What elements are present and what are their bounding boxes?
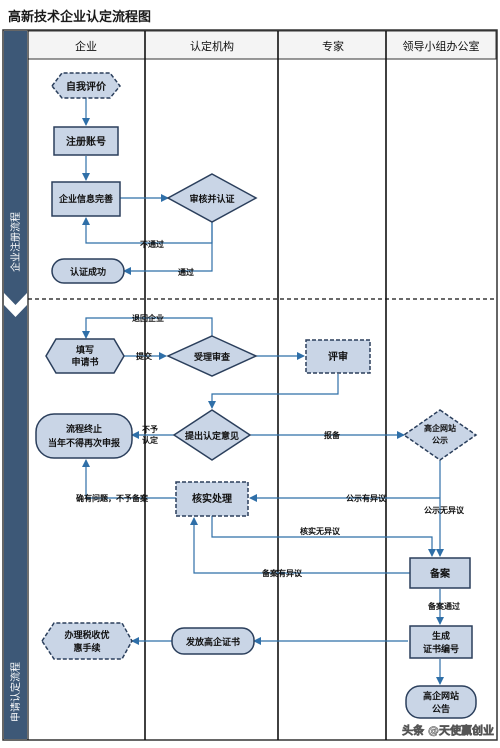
phase-label-application: 申请认定流程 — [9, 662, 22, 722]
node-issue-certificate — [171, 627, 255, 655]
node-cert-success — [51, 258, 125, 284]
phase-band-registration — [4, 31, 27, 305]
lane-header-row — [27, 30, 497, 60]
node-publicize-label-2: 公示 — [432, 436, 448, 445]
node-tax-benefit — [41, 622, 133, 660]
edge — [123, 222, 213, 275]
node-verify-label: 核实处理 — [192, 492, 232, 505]
edge — [211, 516, 436, 557]
node-self-evaluation — [51, 72, 121, 99]
node-terminate — [35, 413, 133, 459]
phase-band-application — [4, 305, 27, 739]
phase-label-registration: 企业注册流程 — [9, 212, 22, 272]
edge-label-filing-passed: 备案通过 — [427, 601, 460, 611]
node-acceptance-review-label: 受理审查 — [194, 351, 231, 363]
edge-label-not-approved-1: 不予 — [142, 425, 158, 434]
node-self-evaluation-label: 自我评价 — [66, 80, 107, 93]
node-filing — [409, 557, 471, 589]
node-publicize — [402, 409, 478, 461]
node-fill-application-label-1: 填写 — [76, 344, 94, 356]
node-expert-review — [305, 339, 371, 374]
node-generate-cert-number — [409, 625, 473, 659]
node-issue-certificate-label: 发放高企证书 — [185, 636, 240, 648]
edge — [82, 459, 176, 499]
edge-label-not-approved-2: 认定 — [142, 435, 158, 445]
edge-label-not-passed: 不通过 — [140, 239, 164, 249]
lane-header-company: 企业 — [75, 39, 97, 53]
node-register-account-label: 注册账号 — [66, 135, 106, 148]
node-cert-success-label: 认证成功 — [70, 266, 106, 278]
lane-header-agency: 认定机构 — [190, 39, 234, 53]
node-announce-label-2: 公告 — [432, 703, 450, 715]
node-announce — [405, 685, 477, 719]
node-filing-label: 备案 — [429, 567, 451, 580]
edge-label-passed: 通过 — [178, 267, 194, 277]
edge-label-report: 报备 — [324, 430, 341, 440]
edge-label-problem-not-filed: 确有问题，不予备案 — [76, 493, 149, 503]
edge-label-filing-objection: 备案有异议 — [261, 568, 303, 578]
watermark: 头条 @天使赢创业 — [402, 723, 494, 737]
node-acceptance-review — [166, 335, 258, 377]
edge — [82, 317, 213, 339]
node-fill-application-label-2: 申请书 — [71, 356, 98, 368]
edge-label-no-objection: 公示无异议 — [424, 505, 465, 515]
node-propose-opinion-label: 提出认定意见 — [185, 430, 239, 442]
lane-header-expert: 专家 — [322, 39, 344, 53]
node-review-certify — [166, 173, 258, 223]
node-info-complete-label: 企业信息完善 — [58, 193, 113, 205]
node-tax-benefit-label-1: 办理税收优 — [64, 629, 109, 641]
node-tax-benefit-label-2: 惠手续 — [73, 642, 100, 654]
node-propose-opinion — [172, 409, 252, 461]
frame — [2, 29, 498, 741]
edge-label-submit: 提交 — [136, 351, 152, 361]
edge-label-objection: 公示有异议 — [346, 493, 387, 503]
node-generate-cert-number-label-1: 生成 — [432, 630, 450, 642]
node-terminate-label-1: 流程终止 — [66, 423, 102, 435]
diagram-title: 高新技术企业认定流程图 — [8, 9, 151, 25]
edge-label-return-company: 退回企业 — [132, 313, 164, 323]
node-register-account — [53, 126, 119, 156]
node-review-certify-label: 审核并认证 — [189, 193, 234, 205]
edge — [190, 517, 410, 574]
edge-label-verified-no-objection: 核实无异议 — [300, 526, 341, 536]
edge — [208, 374, 339, 409]
node-announce-label-1: 高企网站 — [423, 690, 459, 702]
node-info-complete — [51, 181, 121, 217]
lane-header-office: 领导小组办公室 — [403, 39, 480, 53]
node-terminate-label-2: 当年不得再次申报 — [48, 437, 120, 449]
node-expert-review-label: 评审 — [328, 350, 348, 363]
node-verify — [175, 481, 249, 517]
node-generate-cert-number-label-2: 证书编号 — [423, 643, 459, 655]
node-fill-application — [45, 338, 125, 374]
node-publicize-label-1: 高企网站 — [424, 423, 456, 433]
